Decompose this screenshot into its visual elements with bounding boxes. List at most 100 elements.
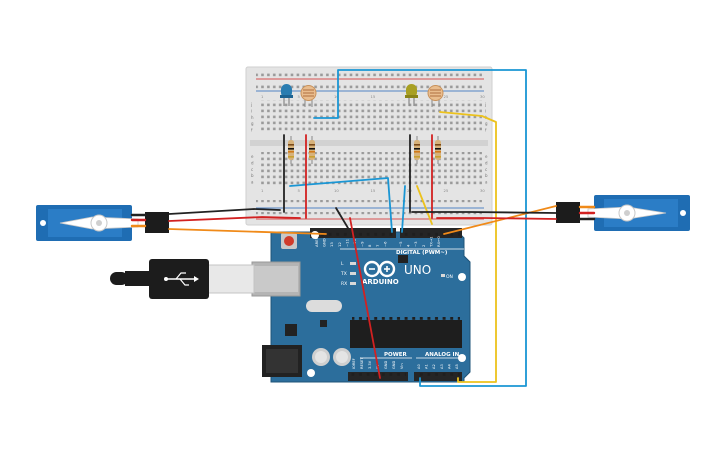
wire-yellow-a1-loop[interactable] [439,111,497,383]
digital-pin-label: ~6 [382,241,387,247]
wire-red-left[interactable] [168,216,301,222]
row-letter: f [485,128,487,133]
servo-connector [145,212,169,233]
row-letter: b [485,173,488,178]
wire-red-5v[interactable] [349,217,381,379]
column-number: 10 [334,188,339,193]
digital-pin-label: 4 [406,244,411,247]
column-number: 25 [444,94,449,99]
row-letter: e [485,154,488,159]
mount-hole [307,369,315,377]
wire-black-right[interactable] [411,211,557,214]
arduino-uno-board: L TX RX ARDUINO UNO ON DIGITAL (PWM~) AREF… [251,228,471,383]
row-letter: i [251,108,252,113]
analog-pin-label: A1 [425,364,429,369]
column-number: 1 [261,188,264,193]
power-pin-label: RESET [360,357,364,369]
wire-red-right[interactable] [436,217,557,220]
column-number: 10 [334,94,339,99]
column-number: 15 [371,94,376,99]
row-letter: c [485,167,487,172]
digital-pin-label: RX←0 [436,236,441,247]
usb-icon [164,272,199,286]
column-number: 15 [371,188,376,193]
led-blue[interactable] [280,84,293,106]
led-yellow[interactable] [405,84,418,106]
digital-pin-label: GND [322,238,327,247]
photoresistor-right[interactable] [427,85,444,108]
crystal-oscillator [306,300,342,312]
digital-pin-label: ~3 [413,241,418,247]
model-label: UNO [404,263,431,277]
photoresistor-left[interactable] [300,85,317,108]
servo-left[interactable] [36,205,169,241]
voltage-regulator [285,324,297,336]
wire-black-gnd[interactable] [335,207,349,229]
resistor[interactable] [309,136,315,164]
usb-b-cable [110,259,255,299]
board-led-label: L [341,261,344,267]
resistor[interactable] [414,136,420,164]
row-letter: g [485,121,488,126]
mount-hole [458,273,466,281]
row-letter: c [251,167,253,172]
brand-label: ARDUINO [362,278,399,286]
digital-pin-label: AREF [314,237,319,247]
digital-pin-label: ~5 [398,241,403,247]
small-chip [320,320,327,327]
power-pin-label: GND [384,361,388,369]
digital-pin-label: TX→1 [428,236,433,248]
resistor[interactable] [435,136,441,164]
atmega-microcontroller [350,317,462,351]
power-label: POWER [384,352,408,358]
digital-label: DIGITAL (PWM~) [396,250,448,256]
row-letter: d [485,160,488,165]
wire-yellow-pin[interactable] [416,185,433,225]
wires [130,69,596,387]
board-led-label: TX [340,271,347,277]
column-number: 5 [298,94,301,99]
wire-blue-a0-loop[interactable] [313,69,527,387]
row-letter: a [485,180,488,185]
servo-connector [556,202,580,223]
column-number: 25 [444,188,449,193]
power-pin-label: GND [392,361,396,369]
power-pin-label: IOREF [352,358,356,369]
wire-black-left[interactable] [168,208,281,215]
arduino-logo [363,260,396,278]
power-jack [262,345,302,377]
breadboard-center-channel [250,140,488,146]
row-letter: a [251,180,254,185]
row-letter: d [251,160,254,165]
on-label: ON [446,274,453,280]
analog-pin-label: A5 [455,364,459,369]
analog-pin-label: A0 [417,364,421,369]
digital-pin-label: ~11 [344,238,349,247]
resistor[interactable] [288,136,294,164]
wire-orange-left[interactable] [168,228,327,235]
row-letter: b [251,173,254,178]
digital-pin-label: 2 [421,244,426,247]
row-letter: f [251,128,253,133]
row-letter: e [251,154,254,159]
capacitor [312,348,330,366]
row-letter: h [251,115,254,120]
analog-label: ANALOG IN [425,352,460,358]
board-led [350,282,356,285]
board-led-label: RX [341,281,347,287]
power-led [441,274,445,277]
wire-orange-right[interactable] [443,205,557,235]
resistors [288,136,441,164]
row-letter: g [251,121,254,126]
wire-blue-jumper[interactable] [289,177,393,233]
usb-chip [398,255,408,263]
column-number: 5 [298,188,301,193]
digital-pin-label: ~9 [360,241,365,247]
wire-blue-pin[interactable] [401,185,406,233]
digital-pin-label: 7 [375,244,380,247]
servo-right[interactable] [556,195,690,231]
reset-button[interactable] [281,233,297,249]
